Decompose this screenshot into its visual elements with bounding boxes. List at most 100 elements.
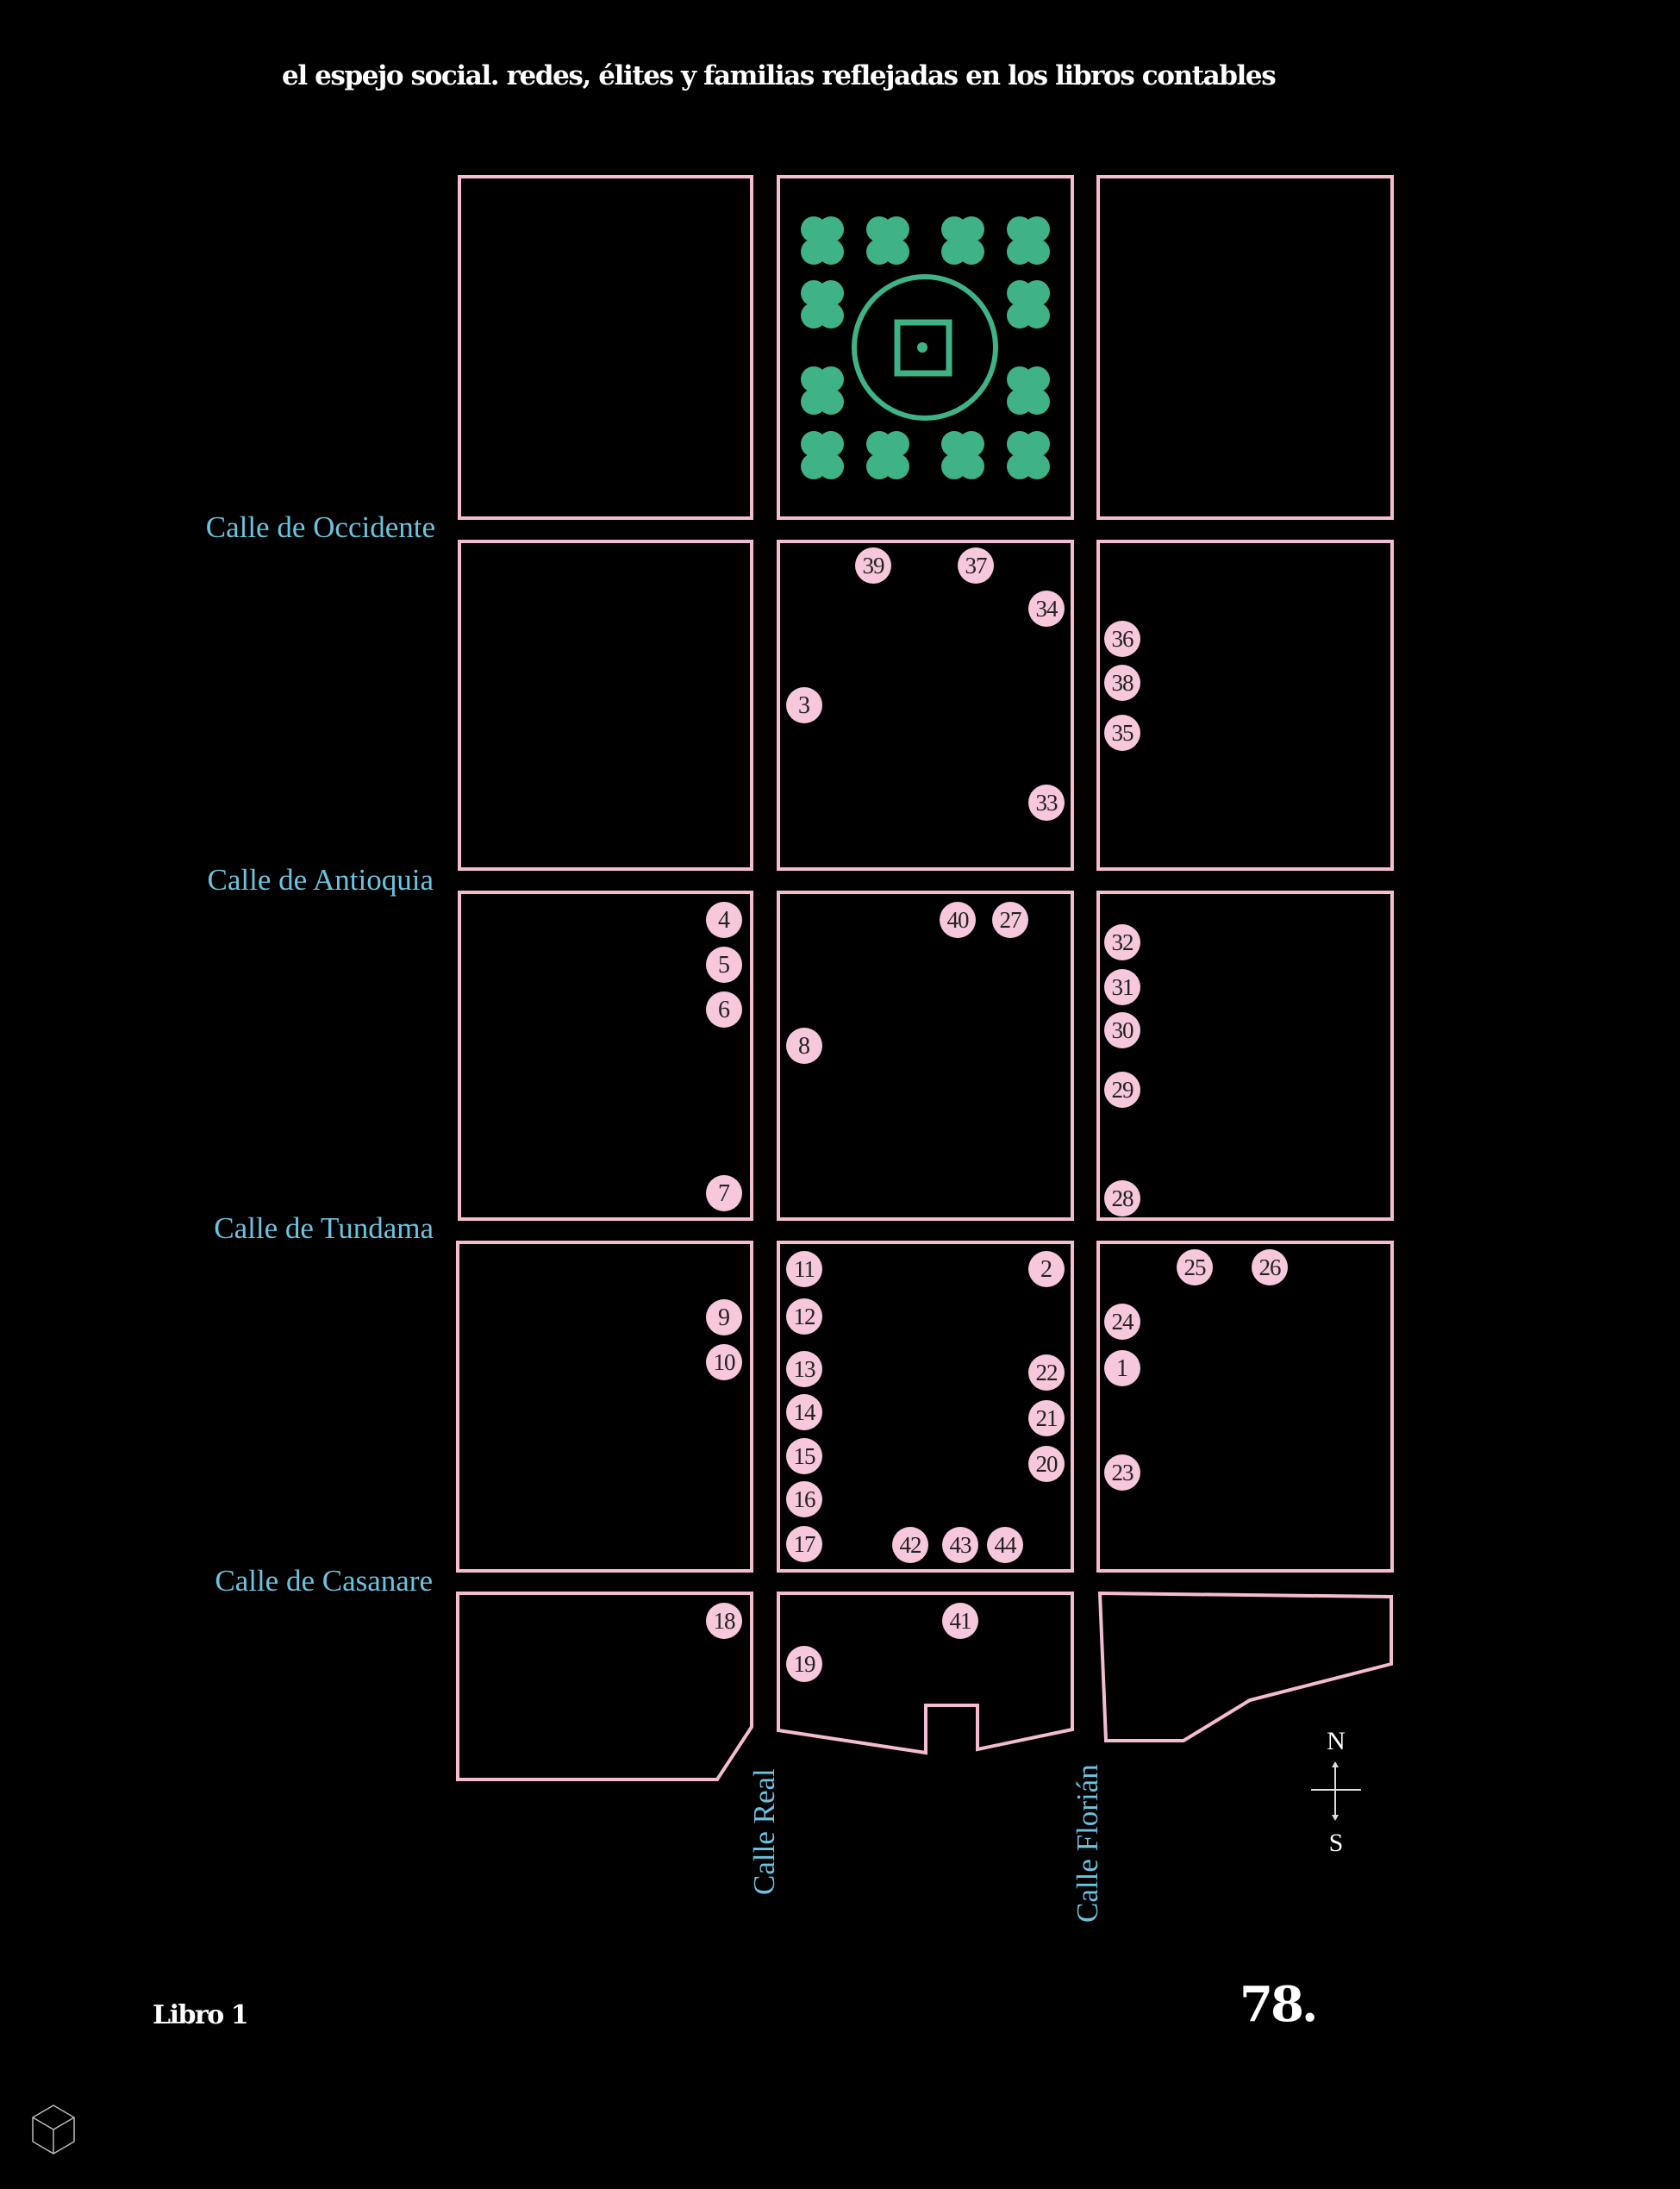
marker-circle[interactable] [892, 1527, 928, 1563]
location-markers: 1234567891011121314151617181920212223242… [706, 547, 1288, 1682]
location-marker[interactable]: 4 [706, 902, 742, 938]
marker-circle[interactable] [786, 1028, 822, 1064]
location-marker[interactable]: 28 [1104, 1180, 1140, 1216]
marker-circle[interactable] [706, 1175, 742, 1211]
marker-circle[interactable] [1104, 715, 1140, 751]
block-r5-c3 [1097, 1591, 1393, 1742]
location-marker[interactable]: 32 [1104, 924, 1140, 960]
location-marker[interactable]: 3 [786, 687, 822, 723]
location-marker[interactable]: 23 [1104, 1454, 1140, 1491]
location-marker[interactable]: 42 [892, 1527, 928, 1563]
location-marker[interactable]: 13 [786, 1351, 822, 1387]
location-marker[interactable]: 9 [706, 1299, 742, 1335]
marker-label: 43 [950, 1532, 972, 1558]
location-marker[interactable]: 33 [1028, 785, 1065, 821]
location-marker[interactable]: 1 [1104, 1350, 1140, 1386]
location-marker[interactable]: 10 [706, 1344, 742, 1380]
marker-circle[interactable] [786, 1481, 822, 1517]
location-marker[interactable]: 21 [1028, 1400, 1065, 1436]
marker-circle[interactable] [1028, 1400, 1065, 1436]
marker-circle[interactable] [1104, 924, 1140, 960]
location-marker[interactable]: 5 [706, 947, 742, 983]
marker-label: 37 [965, 553, 988, 579]
marker-label: 22 [1036, 1360, 1059, 1385]
location-marker[interactable]: 30 [1104, 1012, 1140, 1048]
marker-circle[interactable] [1104, 665, 1140, 701]
marker-circle[interactable] [706, 1603, 742, 1639]
location-marker[interactable]: 2 [1028, 1251, 1065, 1287]
location-marker[interactable]: 18 [706, 1603, 742, 1639]
marker-circle[interactable] [992, 902, 1028, 938]
location-marker[interactable]: 22 [1028, 1354, 1065, 1391]
tree-icon [941, 431, 984, 479]
location-marker[interactable]: 7 [706, 1175, 742, 1211]
marker-circle[interactable] [1104, 1454, 1140, 1491]
location-marker[interactable]: 20 [1028, 1446, 1065, 1482]
marker-circle[interactable] [706, 902, 742, 938]
marker-circle[interactable] [1028, 1354, 1065, 1391]
location-marker[interactable]: 39 [855, 547, 891, 584]
marker-circle[interactable] [942, 1603, 978, 1639]
location-marker[interactable]: 38 [1104, 665, 1140, 701]
marker-circle[interactable] [942, 1527, 978, 1563]
location-marker[interactable]: 29 [1104, 1072, 1140, 1108]
location-marker[interactable]: 14 [786, 1394, 822, 1430]
location-marker[interactable]: 16 [786, 1481, 822, 1517]
marker-circle[interactable] [786, 1351, 822, 1387]
location-marker[interactable]: 36 [1104, 621, 1140, 657]
marker-circle[interactable] [786, 1394, 822, 1430]
marker-label: 3 [798, 692, 810, 719]
location-marker[interactable]: 12 [786, 1298, 822, 1335]
marker-circle[interactable] [1028, 1446, 1065, 1482]
marker-label: 17 [794, 1531, 816, 1557]
location-marker[interactable]: 37 [958, 547, 994, 584]
location-marker[interactable]: 40 [940, 902, 976, 938]
location-marker[interactable]: 26 [1252, 1249, 1288, 1285]
location-marker[interactable]: 17 [786, 1526, 822, 1562]
marker-circle[interactable] [786, 1251, 822, 1287]
marker-circle[interactable] [1028, 1251, 1065, 1287]
location-marker[interactable]: 31 [1104, 969, 1140, 1005]
location-marker[interactable]: 44 [987, 1527, 1023, 1563]
location-marker[interactable]: 6 [706, 991, 742, 1028]
location-marker[interactable]: 11 [786, 1251, 822, 1287]
location-marker[interactable]: 41 [942, 1603, 978, 1639]
location-marker[interactable]: 24 [1104, 1304, 1140, 1340]
marker-circle[interactable] [1104, 621, 1140, 657]
marker-circle[interactable] [1104, 1072, 1140, 1108]
location-marker[interactable]: 43 [942, 1527, 978, 1563]
marker-circle[interactable] [786, 1646, 822, 1682]
block-r2-c1 [458, 540, 753, 871]
marker-circle[interactable] [1104, 1350, 1140, 1386]
location-marker[interactable]: 35 [1104, 715, 1140, 751]
marker-circle[interactable] [958, 547, 994, 584]
location-marker[interactable]: 34 [1028, 591, 1065, 627]
marker-label: 34 [1036, 596, 1059, 622]
marker-circle[interactable] [786, 1438, 822, 1474]
marker-circle[interactable] [855, 547, 891, 584]
marker-circle[interactable] [786, 687, 822, 723]
marker-circle[interactable] [1104, 1304, 1140, 1340]
location-marker[interactable]: 27 [992, 902, 1028, 938]
page-title: el espejo social. redes, élites y famili… [282, 60, 1277, 91]
location-marker[interactable]: 25 [1177, 1249, 1213, 1285]
marker-circle[interactable] [1252, 1249, 1288, 1285]
marker-circle[interactable] [1177, 1249, 1213, 1285]
marker-circle[interactable] [706, 1299, 742, 1335]
marker-circle[interactable] [940, 902, 976, 938]
marker-label: 36 [1112, 626, 1134, 652]
location-marker[interactable]: 8 [786, 1028, 822, 1064]
location-marker[interactable]: 15 [786, 1438, 822, 1474]
marker-circle[interactable] [1104, 969, 1140, 1005]
marker-circle[interactable] [987, 1527, 1023, 1563]
marker-circle[interactable] [1028, 785, 1065, 821]
marker-circle[interactable] [1104, 1180, 1140, 1216]
marker-circle[interactable] [786, 1298, 822, 1335]
marker-circle[interactable] [1104, 1012, 1140, 1048]
location-marker[interactable]: 19 [786, 1646, 822, 1682]
marker-circle[interactable] [706, 991, 742, 1028]
marker-circle[interactable] [706, 1344, 742, 1380]
marker-circle[interactable] [786, 1526, 822, 1562]
marker-circle[interactable] [1028, 591, 1065, 627]
marker-circle[interactable] [706, 947, 742, 983]
